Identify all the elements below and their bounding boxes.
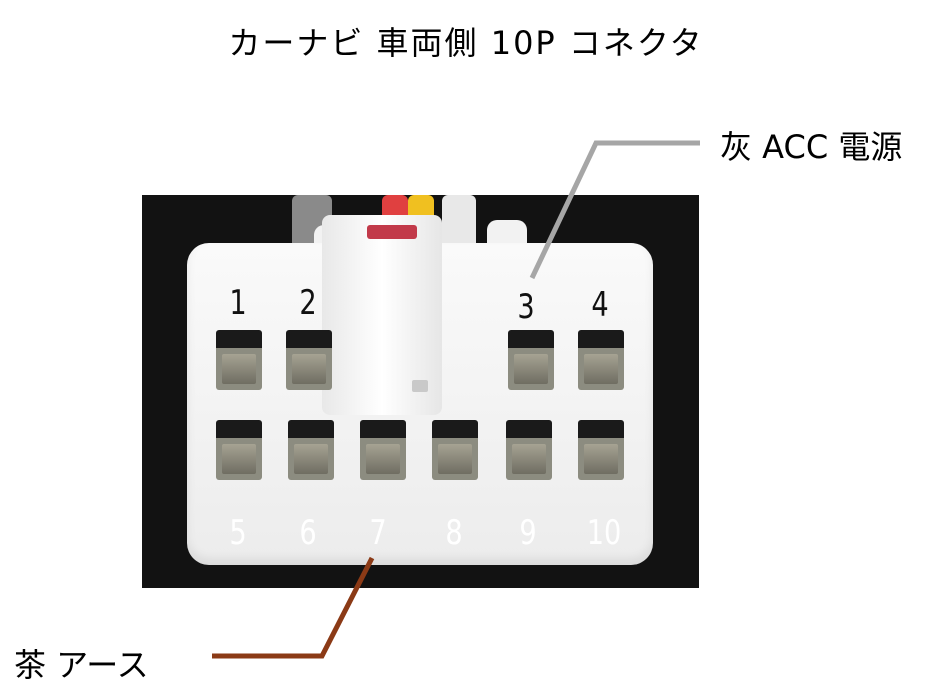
- acc-power-label: 灰 ACC 電源: [720, 128, 903, 166]
- pin-number: 10: [586, 513, 622, 553]
- pin-hole-3: [508, 330, 554, 390]
- pin-hole-2: [286, 330, 332, 390]
- pin-hole-8: [432, 420, 478, 480]
- ground-callout-line: [212, 556, 375, 659]
- pin-number: 6: [299, 513, 317, 553]
- pin-hole-1: [216, 330, 262, 390]
- pin-number: 1: [229, 283, 247, 323]
- pin-hole-7: [360, 420, 406, 480]
- pin-number: 3: [517, 287, 535, 327]
- pin-number: 4: [591, 285, 609, 325]
- pin-hole-6: [288, 420, 334, 480]
- pin-number: 7: [369, 513, 387, 553]
- pin-number: 2: [299, 283, 317, 323]
- diagram-title: カーナビ 車両側 10P コネクタ: [228, 24, 704, 62]
- connector-photo: 1 2 3 4 5 6 7 8 9 10: [142, 195, 699, 588]
- pin-hole-10: [578, 420, 624, 480]
- latch-dot: [412, 380, 428, 392]
- acc-callout-line: [529, 140, 700, 280]
- latch-slot: [367, 225, 417, 239]
- ground-label: 茶 アース: [14, 646, 149, 684]
- pin-number: 9: [519, 513, 537, 553]
- pin-number: 5: [229, 513, 247, 553]
- pin-number: 8: [445, 513, 463, 553]
- pin-hole-9: [506, 420, 552, 480]
- pin-hole-5: [216, 420, 262, 480]
- pin-hole-4: [578, 330, 624, 390]
